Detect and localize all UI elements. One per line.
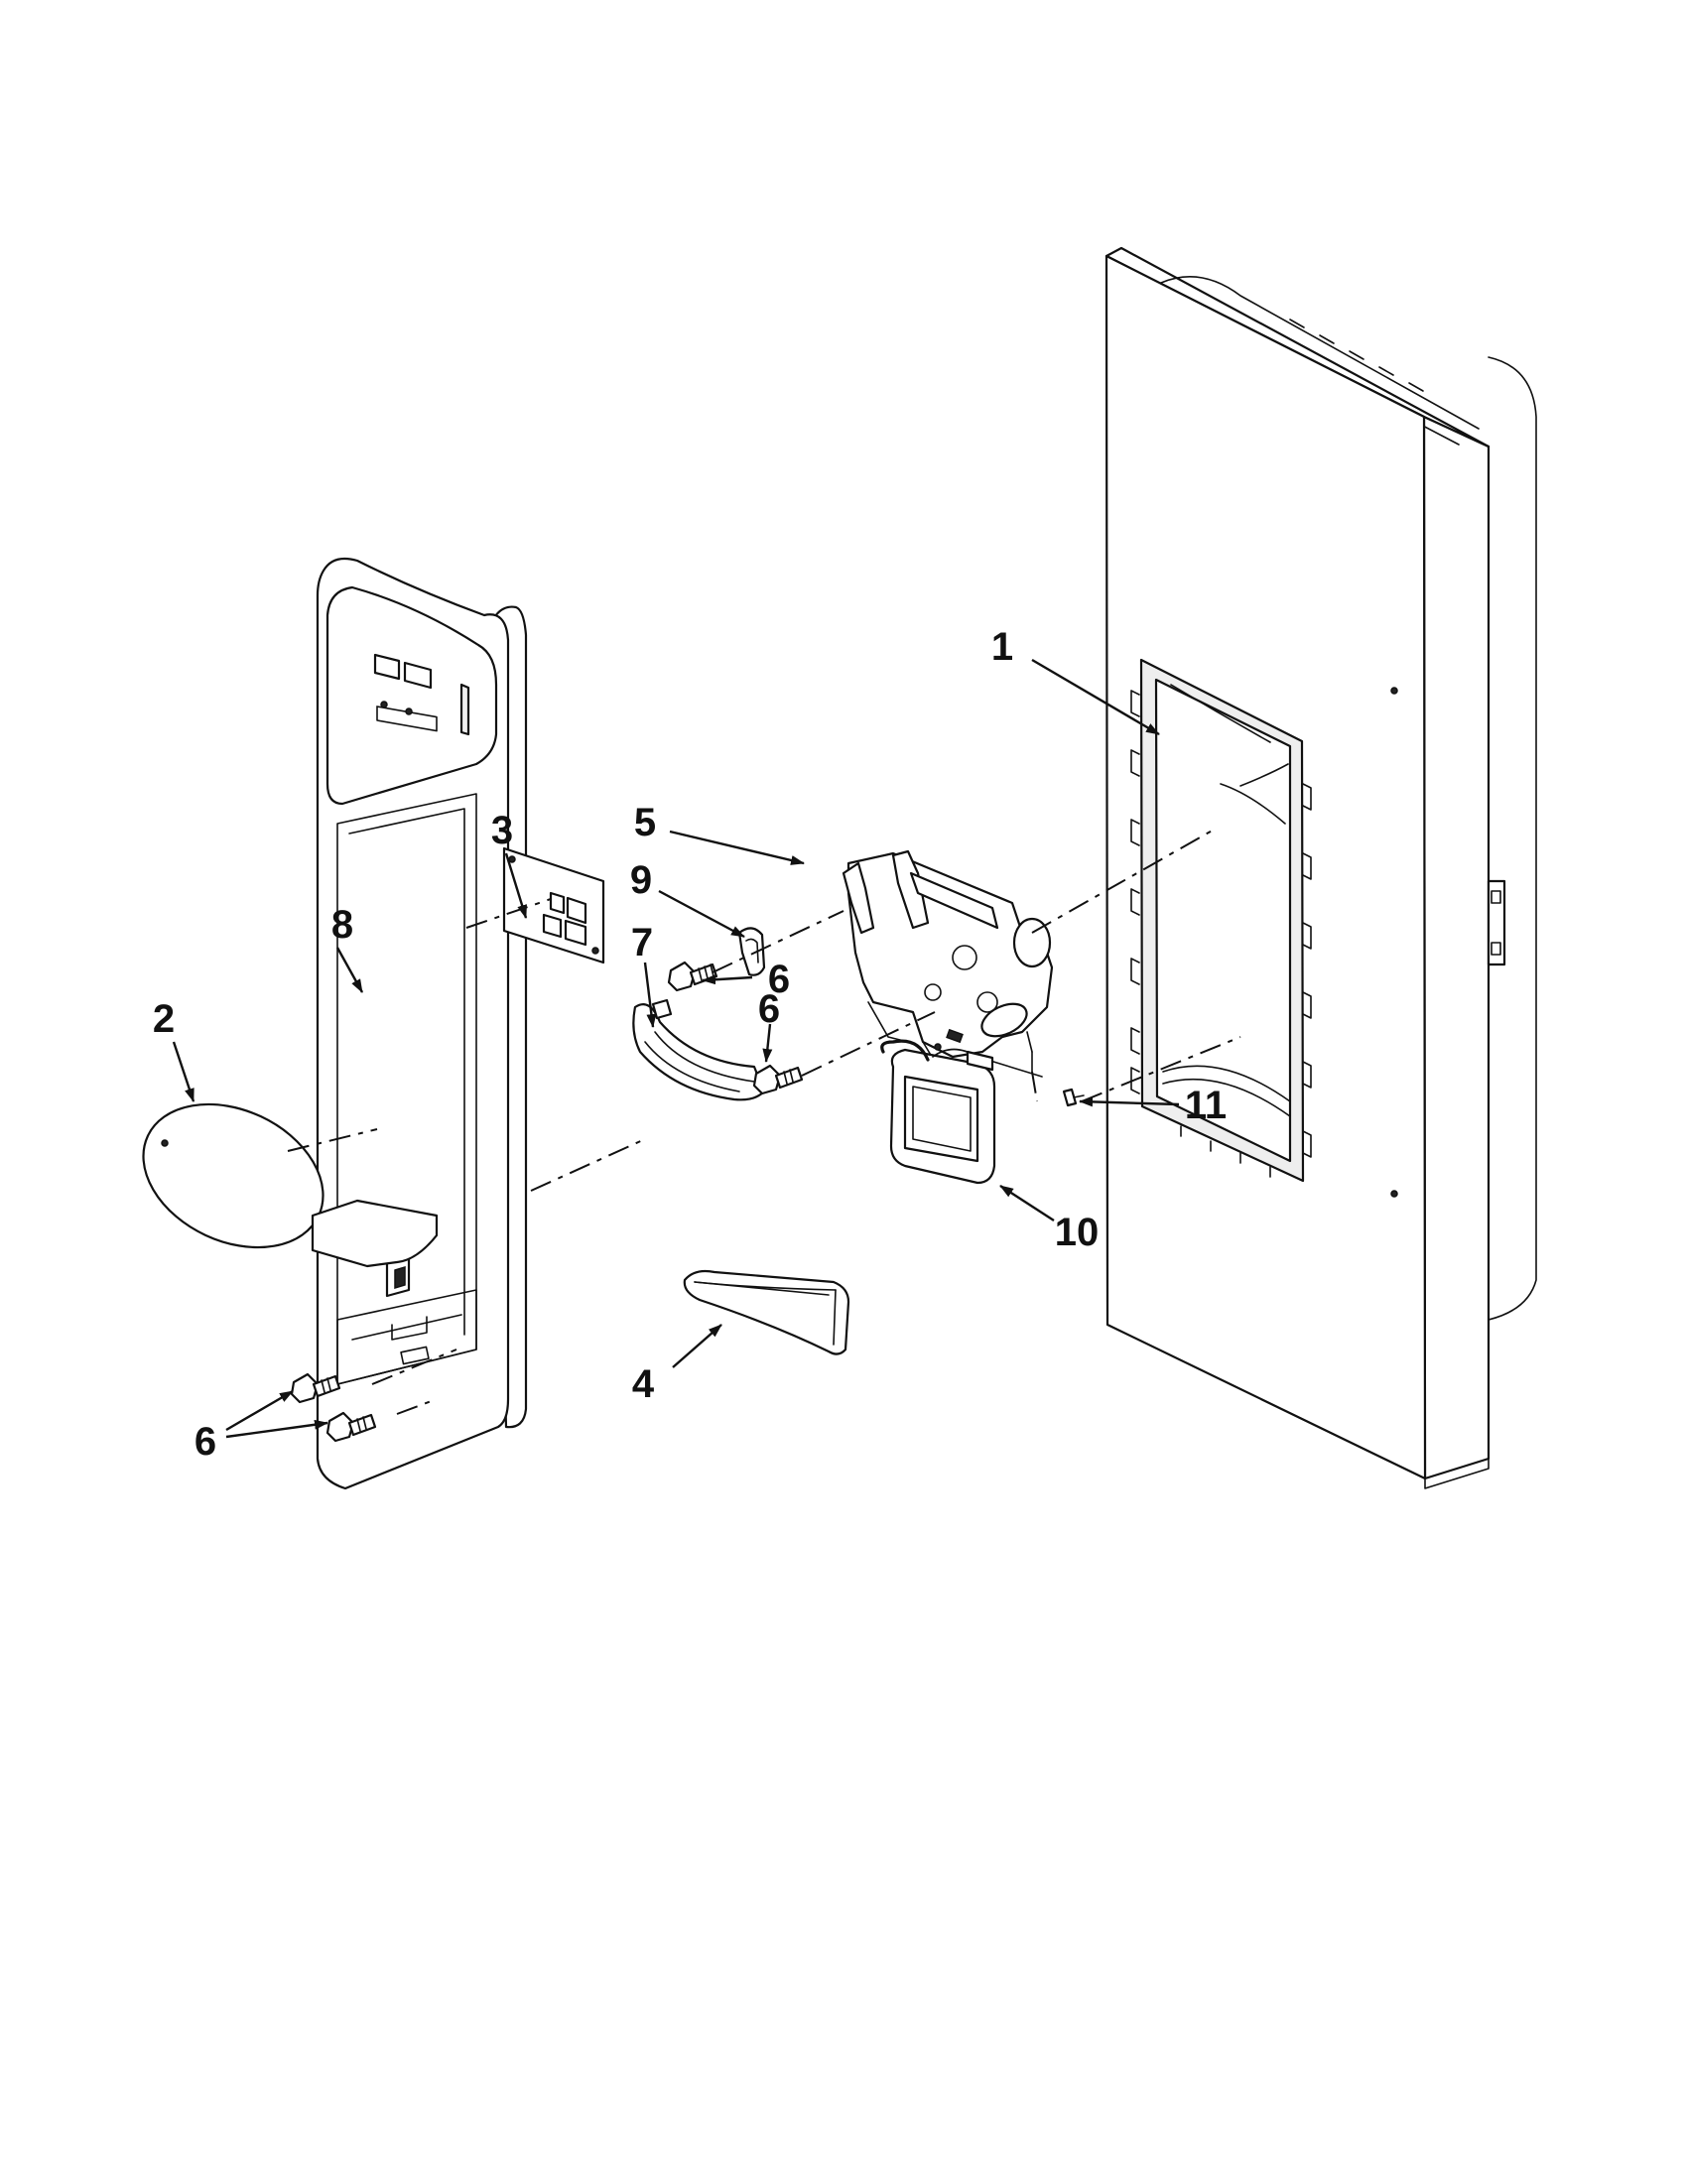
dispenser-housing [316, 557, 528, 1490]
door-panel [1104, 246, 1537, 1489]
callout-8: 8 [331, 903, 353, 947]
callout-2: 2 [153, 997, 175, 1041]
callout-6-lower: 6 [195, 1420, 216, 1464]
callout-6-upper: 6 [768, 958, 790, 1001]
dispenser-mechanism [842, 849, 1054, 1073]
switch-assembly [880, 1039, 1043, 1185]
callout-9: 9 [630, 858, 652, 902]
assembly-lines [287, 828, 1241, 1415]
clip [737, 927, 766, 976]
screw-middle [752, 1064, 804, 1095]
dispenser-cradle [142, 1102, 439, 1268]
callout-labels: 1 2 3 4 5 6 6 6 7 8 9 10 11 [153, 625, 1227, 1464]
callout-4: 4 [632, 1362, 655, 1406]
callout-10: 10 [1055, 1211, 1100, 1254]
drip-tray [683, 1269, 850, 1355]
callout-1: 1 [991, 625, 1013, 669]
screw-upper [667, 961, 718, 992]
callout-5: 5 [634, 801, 656, 844]
screw-lower-right [325, 1411, 377, 1443]
callout-11: 11 [1185, 1084, 1227, 1127]
callout-7: 7 [631, 921, 653, 964]
ice-chute-bracket [632, 998, 766, 1101]
leader-lines [172, 658, 1180, 1439]
callout-6-middle: 6 [758, 987, 780, 1031]
callout-3: 3 [491, 809, 513, 852]
control-board [502, 846, 605, 964]
small-clip [1062, 1088, 1085, 1107]
